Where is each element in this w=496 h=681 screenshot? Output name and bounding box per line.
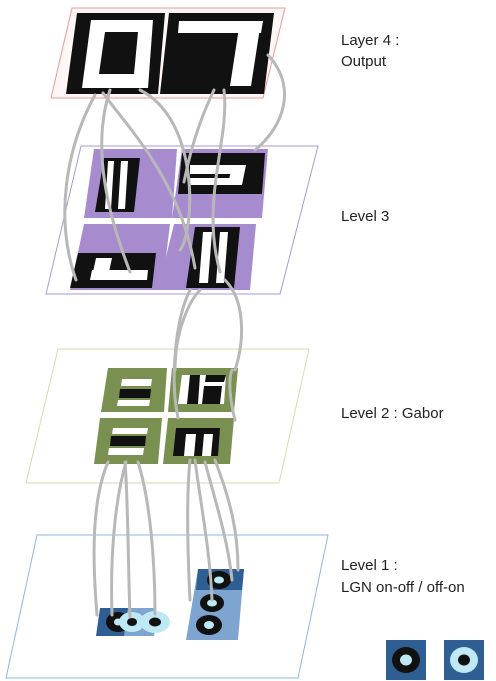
lgn-on-off-icon xyxy=(386,640,426,680)
level2-title: Level 2 : Gabor xyxy=(341,405,444,422)
level2-gabor-tiles xyxy=(94,368,238,464)
level1-lgn-group-left xyxy=(96,608,170,636)
level1-subtitle: LGN on-off / off-on xyxy=(341,579,465,596)
level1-plane xyxy=(5,534,329,679)
connection-lines xyxy=(63,53,286,619)
lgn-off-on-icon xyxy=(444,640,484,680)
level1-title: Level 1 : xyxy=(341,557,398,574)
layer4-subtitle: Output xyxy=(341,53,387,70)
level1-lgn-group-right xyxy=(186,569,244,640)
layer4-tiles xyxy=(66,13,274,94)
level3-title: Level 3 xyxy=(341,208,390,225)
layer4-title: Layer 4 : xyxy=(341,32,400,49)
